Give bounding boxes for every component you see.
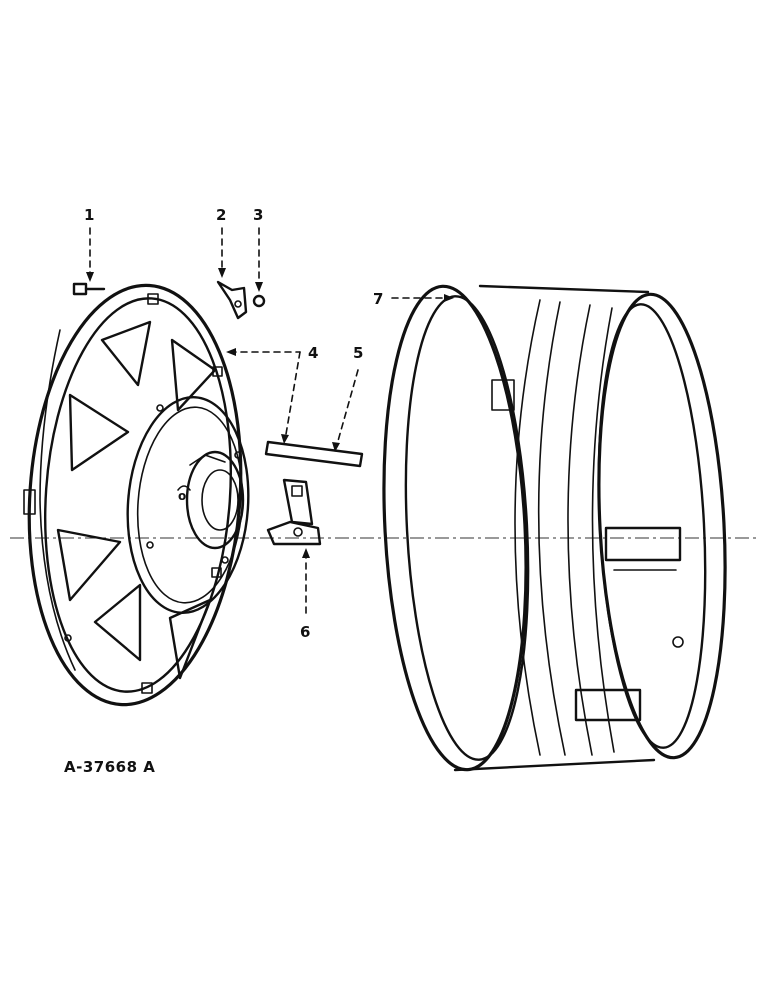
- callout-5-label: 5: [353, 344, 363, 362]
- callout-5: 5: [332, 344, 363, 452]
- clip-part: [216, 280, 248, 320]
- callout-1: 1: [84, 206, 94, 282]
- callout-7-label: 7: [373, 290, 383, 308]
- rim-part: [382, 284, 727, 772]
- callout-7: 7: [373, 290, 454, 308]
- callout-4-label: 4: [308, 344, 318, 362]
- callout-3: 3: [253, 206, 263, 292]
- callout-6: 6: [300, 548, 310, 641]
- nut-part: [252, 294, 266, 308]
- figure-code: A-37668 A: [64, 758, 156, 776]
- bushing-part: [266, 478, 322, 546]
- callout-6-label: 6: [300, 623, 310, 641]
- key-part: [264, 440, 364, 468]
- wheel-disc: o: [23, 283, 250, 707]
- callout-1-label: 1: [84, 206, 94, 224]
- callout-3-label: 3: [253, 206, 263, 224]
- callout-2-label: 2: [216, 206, 226, 224]
- callout-4: 4: [226, 344, 318, 444]
- bolt-part: [72, 282, 106, 296]
- svg-text:o: o: [178, 489, 186, 503]
- callout-2: 2: [216, 206, 226, 278]
